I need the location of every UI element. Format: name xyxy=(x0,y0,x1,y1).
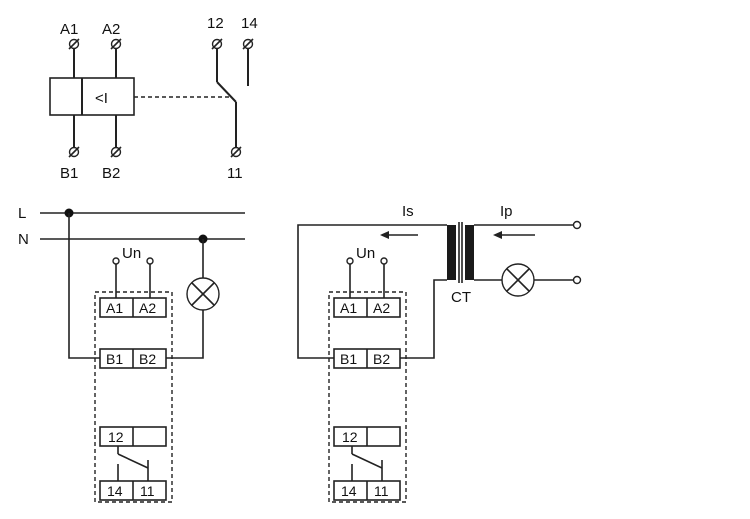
terminal-b1-icon xyxy=(68,146,80,158)
terminal-a1: A1 xyxy=(340,300,357,316)
relay-device-outline xyxy=(94,291,173,503)
terminal-b2-icon xyxy=(110,146,122,158)
terminal-14: 14 xyxy=(107,483,123,499)
primary-current-label: Ip xyxy=(500,203,513,220)
terminal-a1-icon xyxy=(68,38,80,50)
arrow-left-icon xyxy=(380,231,418,239)
terminal-12: 12 xyxy=(342,429,358,445)
transformer-label: CT xyxy=(451,289,471,306)
supply-label: Un xyxy=(356,245,375,262)
terminal-a2: A2 xyxy=(373,300,390,316)
terminal-11: 11 xyxy=(140,483,155,499)
terminal-a2: A2 xyxy=(139,300,156,316)
lamp-icon xyxy=(501,263,535,297)
arrow-left-icon xyxy=(493,231,535,239)
terminal-a2-icon xyxy=(110,38,122,50)
contact-label-11: 11 xyxy=(227,165,243,182)
line-label-n: N xyxy=(18,231,29,248)
primary-terminal-icon xyxy=(572,275,582,285)
contact-switch-icon xyxy=(351,453,383,469)
relay-device-outline xyxy=(328,291,407,503)
lamp-icon xyxy=(186,277,220,311)
symbol-label-a2: A2 xyxy=(102,21,120,38)
changeover-contact-blade xyxy=(216,81,237,103)
symbol-label-b1: B1 xyxy=(60,165,78,182)
symbol-label-a1: A1 xyxy=(60,21,78,38)
terminal-14: 14 xyxy=(341,483,357,499)
relay-symbol: A1 A2 <I B1 B2 12 xyxy=(49,15,258,182)
supply-terminal-icon xyxy=(146,257,154,265)
terminal-b1: B1 xyxy=(106,351,123,367)
secondary-current-label: Is xyxy=(402,203,414,220)
undercurrent-mark: <I xyxy=(95,90,108,107)
supply-terminal-icon xyxy=(346,257,354,265)
terminal-12: 12 xyxy=(108,429,124,445)
relay-coil-box xyxy=(49,77,135,116)
primary-terminal-icon xyxy=(572,220,582,230)
terminal-11: 11 xyxy=(374,483,389,499)
contact-11-icon xyxy=(230,146,242,158)
right-circuit: CT Is Ip Un xyxy=(297,203,582,503)
contact-14-icon xyxy=(242,38,254,50)
supply-label: Un xyxy=(122,245,141,262)
contact-label-12: 12 xyxy=(207,15,224,32)
terminal-a1: A1 xyxy=(106,300,123,316)
supply-terminal-icon xyxy=(380,257,388,265)
contact-12-icon xyxy=(211,38,223,50)
supply-terminal-icon xyxy=(112,257,120,265)
current-transformer-icon xyxy=(447,222,474,283)
contact-switch-icon xyxy=(117,453,149,469)
left-circuit: L N Un A1 A2 B1 B2 xyxy=(18,205,245,503)
line-label-l: L xyxy=(18,205,26,222)
symbol-label-b2: B2 xyxy=(102,165,120,182)
terminal-b2: B2 xyxy=(139,351,156,367)
terminal-b2: B2 xyxy=(373,351,390,367)
contact-label-14: 14 xyxy=(241,15,258,32)
terminal-b1: B1 xyxy=(340,351,357,367)
